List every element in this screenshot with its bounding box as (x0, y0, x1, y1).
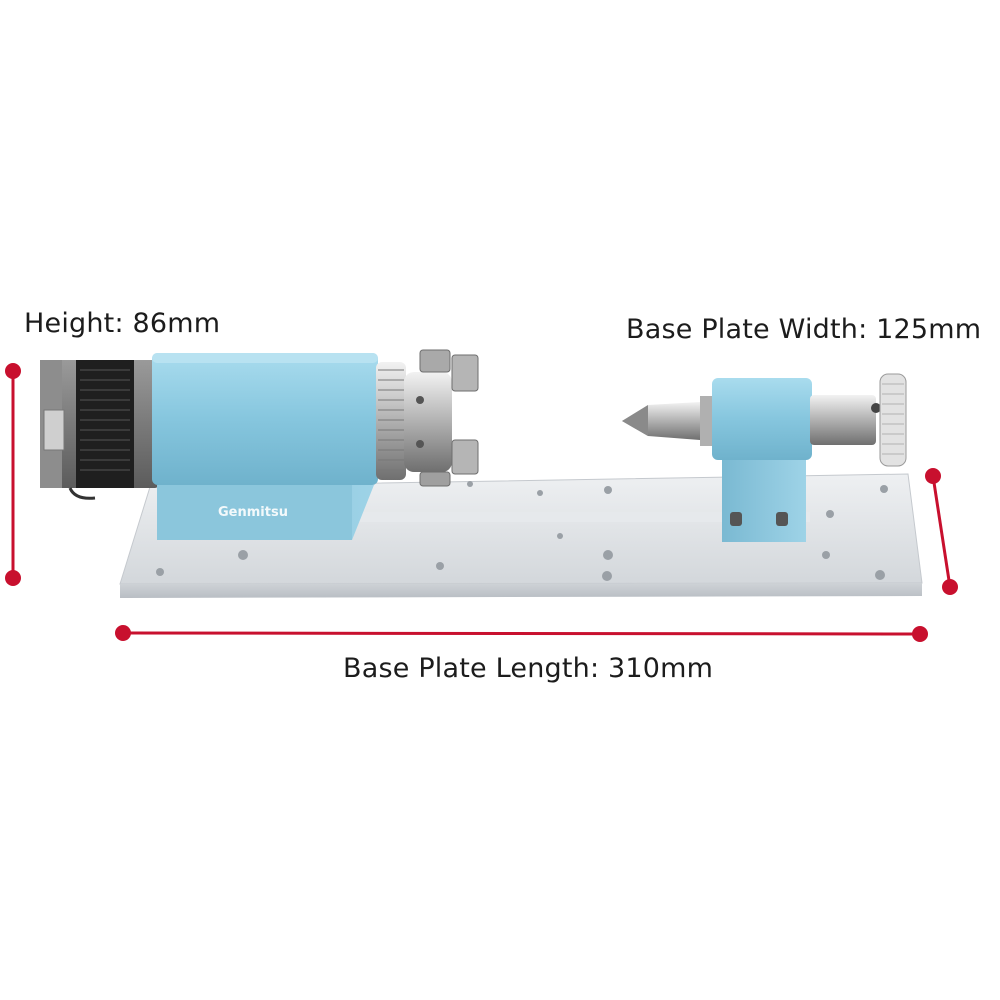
width-dimension-marker (925, 468, 958, 595)
height-dimension-label: Height: 86mm (24, 308, 221, 339)
height-dimension-marker (5, 363, 21, 586)
brand-logo: Genmitsu (218, 505, 288, 520)
tailstock (622, 373, 907, 542)
stepper-motor (40, 360, 158, 500)
length-dimension-label: Base Plate Length: 310mm (343, 653, 714, 684)
chuck (376, 349, 479, 487)
width-dimension-label: Base Plate Width: 125mm (626, 314, 982, 345)
length-dimension-marker (115, 625, 928, 642)
headstock-housing: Genmitsu (152, 353, 378, 540)
